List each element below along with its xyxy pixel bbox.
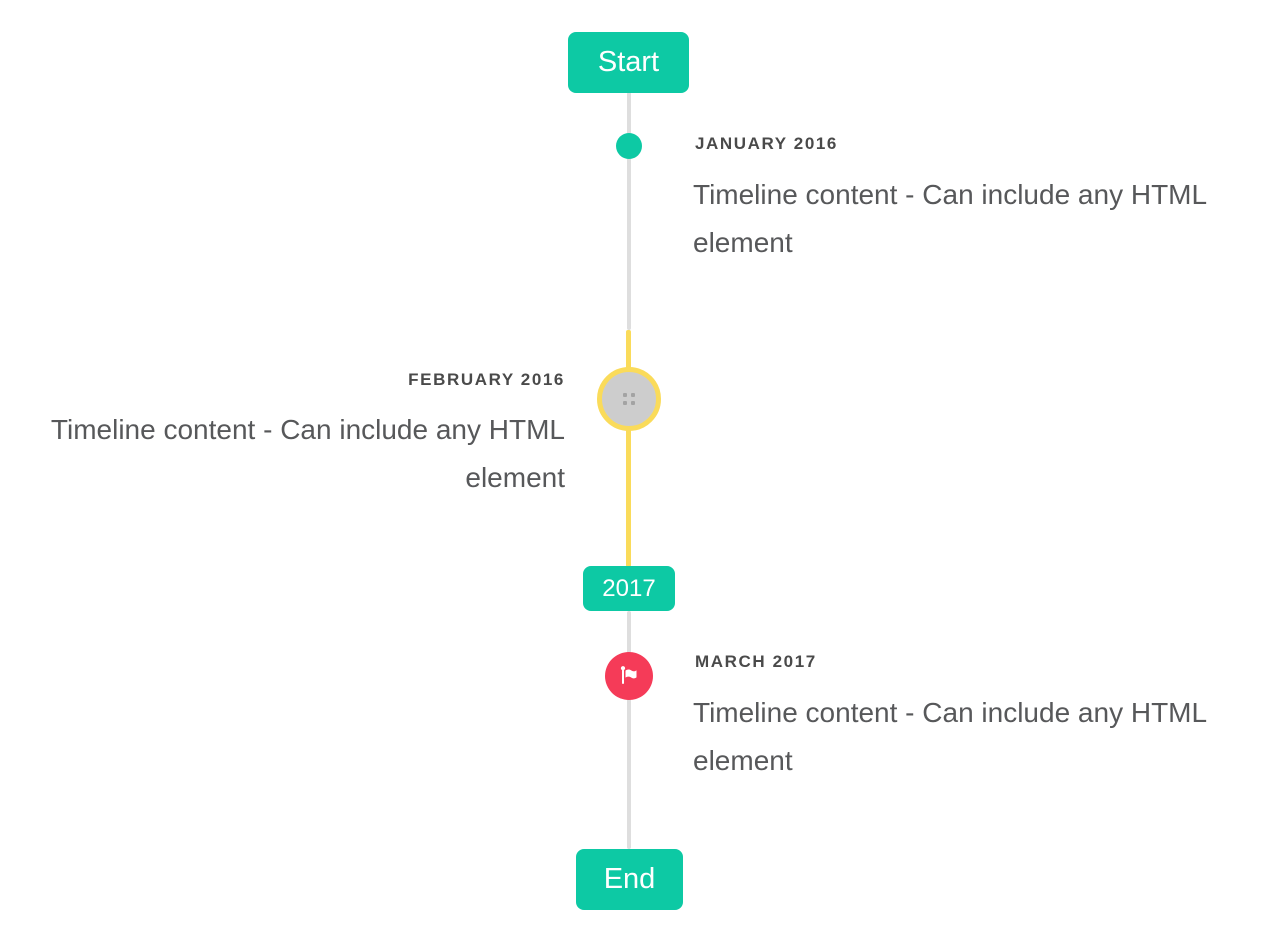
year-badge[interactable]: 2017 xyxy=(583,566,675,611)
event-content-march-2017: Timeline content - Can include any HTML … xyxy=(693,697,1207,776)
event-title-february-2016: FEBRUARY 2016 xyxy=(408,370,565,389)
end-button[interactable]: End xyxy=(576,849,683,910)
event-marker-drag-handle[interactable] xyxy=(597,367,661,431)
start-button[interactable]: Start xyxy=(568,32,689,93)
flag-icon xyxy=(620,666,637,684)
event-title-march-2017: MARCH 2017 xyxy=(695,652,817,671)
event-content-january-2016: Timeline content - Can include any HTML … xyxy=(693,179,1207,258)
event-marker-dot xyxy=(616,133,642,159)
event-content-february-2016: Timeline content - Can include any HTML … xyxy=(50,414,565,493)
event-marker-flag xyxy=(605,652,653,700)
timeline-line-bottom-segment xyxy=(627,611,631,849)
drag-handle-icon xyxy=(623,393,635,405)
timeline-line-top-segment xyxy=(627,92,631,330)
timeline-line-active-segment xyxy=(626,330,631,567)
event-title-january-2016: JANUARY 2016 xyxy=(695,134,838,153)
